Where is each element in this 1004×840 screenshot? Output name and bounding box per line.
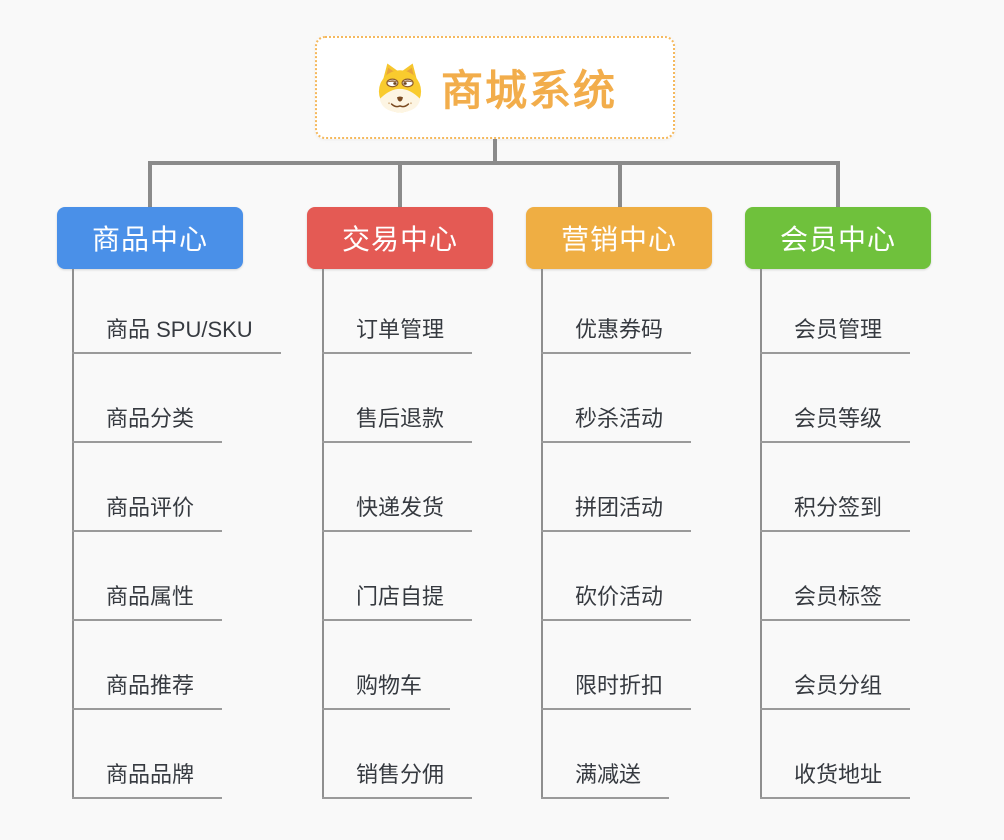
leaf-node[interactable]: 商品 SPU/SKU [72, 312, 281, 354]
branch-spine-line [760, 269, 762, 799]
connector-drop-member [836, 161, 840, 207]
leaf-node[interactable]: 商品评价 [72, 490, 223, 532]
branch-spine-line [72, 269, 74, 799]
branch-marketing-leaves: 优惠券码 秒杀活动 拼团活动 砍价活动 限时折扣 满减送 [541, 269, 692, 799]
root-connector-line [493, 139, 497, 165]
leaf-node[interactable]: 购物车 [322, 668, 451, 710]
connector-drop-marketing [618, 161, 622, 207]
branch-trade-leaves: 订单管理 售后退款 快递发货 门店自提 购物车 销售分佣 [322, 269, 473, 799]
leaf-node[interactable]: 秒杀活动 [541, 401, 692, 443]
leaf-node[interactable]: 门店自提 [322, 579, 473, 621]
leaf-node[interactable]: 限时折扣 [541, 668, 692, 710]
leaf-node[interactable]: 收货地址 [760, 757, 911, 799]
leaf-node[interactable]: 会员标签 [760, 579, 911, 621]
leaf-node[interactable]: 优惠券码 [541, 312, 692, 354]
leaf-node[interactable]: 商品品牌 [72, 757, 223, 799]
leaf-node[interactable]: 砍价活动 [541, 579, 692, 621]
leaf-node[interactable]: 拼团活动 [541, 490, 692, 532]
branch-spine-line [541, 269, 543, 799]
root-node[interactable]: 商城系统 [315, 36, 675, 139]
branch-product-leaves: 商品 SPU/SKU 商品分类 商品评价 商品属性 商品推荐 商品品牌 [72, 269, 281, 799]
leaf-node[interactable]: 积分签到 [760, 490, 911, 532]
branch-member-leaves: 会员管理 会员等级 积分签到 会员标签 会员分组 收货地址 [760, 269, 911, 799]
branch-product: 商品中心 商品 SPU/SKU 商品分类 商品评价 商品属性 商品推荐 商品品牌 [57, 207, 327, 799]
root-title: 商城系统 [440, 67, 617, 114]
leaf-node[interactable]: 满减送 [541, 757, 670, 799]
leaf-node[interactable]: 会员管理 [760, 312, 911, 354]
branch-member: 会员中心 会员管理 会员等级 积分签到 会员标签 会员分组 收货地址 [745, 207, 1004, 799]
branch-node-trade[interactable]: 交易中心 [307, 207, 493, 269]
leaf-node[interactable]: 销售分佣 [322, 757, 473, 799]
branch-node-marketing[interactable]: 营销中心 [526, 207, 712, 269]
branch-node-product[interactable]: 商品中心 [57, 207, 243, 269]
leaf-node[interactable]: 售后退款 [322, 401, 473, 443]
connector-drop-product [148, 161, 152, 207]
leaf-node[interactable]: 快递发货 [322, 490, 473, 532]
leaf-node[interactable]: 商品属性 [72, 579, 223, 621]
leaf-node[interactable]: 商品推荐 [72, 668, 223, 710]
connector-drop-trade [398, 161, 402, 207]
leaf-node[interactable]: 会员分组 [760, 668, 911, 710]
branch-spine-line [322, 269, 324, 799]
leaf-node[interactable]: 会员等级 [760, 401, 911, 443]
branch-marketing: 营销中心 优惠券码 秒杀活动 拼团活动 砍价活动 限时折扣 满减送 [526, 207, 796, 799]
connector-bus-line [148, 161, 840, 165]
leaf-node[interactable]: 订单管理 [322, 312, 473, 354]
branch-trade: 交易中心 订单管理 售后退款 快递发货 门店自提 购物车 销售分佣 [307, 207, 577, 799]
branch-node-member[interactable]: 会员中心 [745, 207, 931, 269]
leaf-node[interactable]: 商品分类 [72, 401, 223, 443]
doge-icon [378, 63, 422, 112]
